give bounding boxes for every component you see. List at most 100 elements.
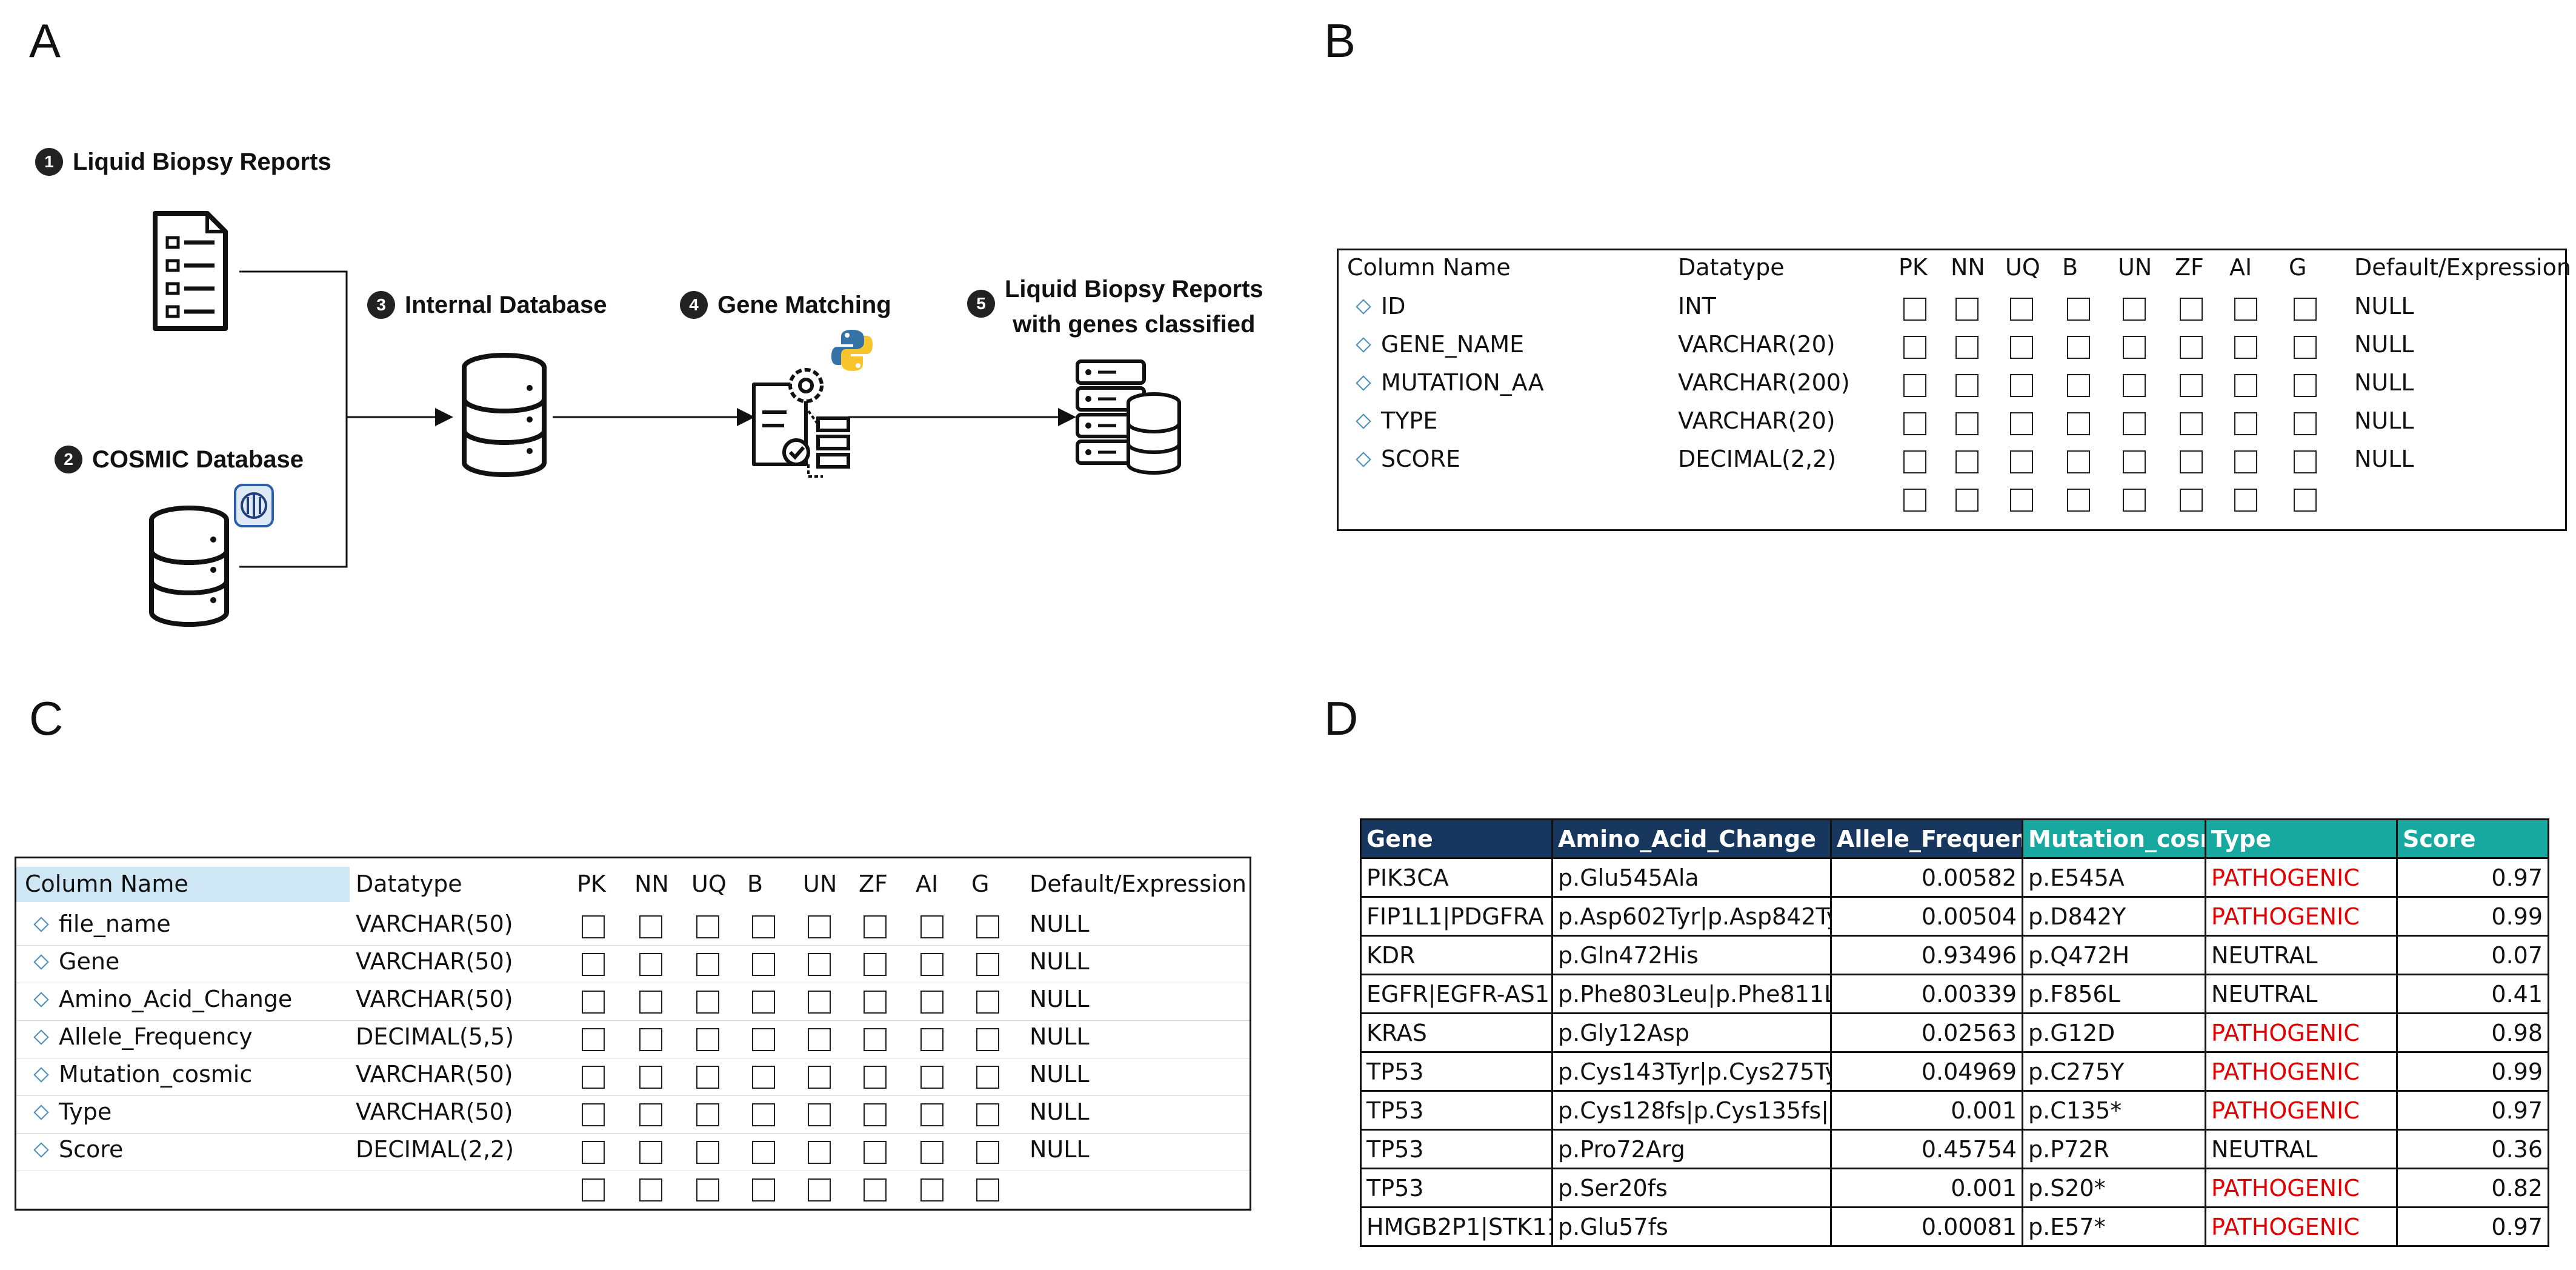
flag-g-checkbox[interactable]: [976, 1178, 999, 1201]
column-datatype[interactable]: INT: [1678, 293, 1716, 319]
flag-uq-checkbox[interactable]: [2010, 336, 2033, 359]
flag-pk-checkbox[interactable]: [582, 1141, 605, 1164]
column-header[interactable]: Amino_Acid_Change: [1551, 818, 1832, 859]
schema-header-cell[interactable]: Datatype: [356, 871, 462, 897]
flag-uq-checkbox[interactable]: [2010, 374, 2033, 397]
flag-ai-checkbox[interactable]: [2234, 412, 2257, 435]
flag-ai-checkbox[interactable]: [920, 1103, 944, 1126]
flag-nn-checkbox[interactable]: [1955, 374, 1979, 397]
column-default[interactable]: NULL: [2354, 293, 2414, 319]
flag-ai-checkbox[interactable]: [2234, 450, 2257, 473]
flag-un-checkbox[interactable]: [2123, 336, 2146, 359]
schema-header-cell[interactable]: UN: [803, 871, 837, 897]
flag-g-checkbox[interactable]: [976, 1066, 999, 1089]
flag-nn-checkbox[interactable]: [639, 1178, 662, 1201]
flag-uq-checkbox[interactable]: [696, 1066, 719, 1089]
column-name[interactable]: Mutation_cosmic: [59, 1061, 253, 1088]
flag-b-checkbox[interactable]: [752, 1028, 775, 1051]
flag-pk-checkbox[interactable]: [582, 1103, 605, 1126]
flag-un-checkbox[interactable]: [2123, 374, 2146, 397]
flag-g-checkbox[interactable]: [2294, 412, 2317, 435]
column-name[interactable]: GENE_NAME: [1381, 331, 1525, 358]
flag-zf-checkbox[interactable]: [2180, 374, 2203, 397]
flag-b-checkbox[interactable]: [752, 1178, 775, 1201]
flag-g-checkbox[interactable]: [2294, 336, 2317, 359]
schema-header-cell[interactable]: Column Name: [25, 871, 188, 897]
flag-g-checkbox[interactable]: [2294, 489, 2317, 512]
column-name[interactable]: SCORE: [1381, 446, 1460, 472]
flag-b-checkbox[interactable]: [2067, 298, 2090, 321]
schema-header-cell[interactable]: B: [2062, 254, 2078, 281]
column-datatype[interactable]: VARCHAR(50): [356, 948, 513, 975]
column-datatype[interactable]: DECIMAL(2,2): [356, 1136, 514, 1163]
column-datatype[interactable]: DECIMAL(2,2): [1678, 446, 1837, 472]
flag-uq-checkbox[interactable]: [2010, 298, 2033, 321]
flag-zf-checkbox[interactable]: [2180, 412, 2203, 435]
flag-zf-checkbox[interactable]: [864, 991, 887, 1014]
schema-header-cell[interactable]: Default/Expression: [2354, 254, 2571, 281]
flag-un-checkbox[interactable]: [808, 915, 831, 938]
schema-column-row[interactable]: [16, 1171, 1250, 1209]
flag-ai-checkbox[interactable]: [920, 953, 944, 976]
schema-header-cell[interactable]: PK: [1899, 254, 1928, 281]
schema-header-cell[interactable]: PK: [577, 871, 606, 897]
flag-g-checkbox[interactable]: [2294, 298, 2317, 321]
flag-g-checkbox[interactable]: [976, 1028, 999, 1051]
flag-g-checkbox[interactable]: [976, 991, 999, 1014]
flag-un-checkbox[interactable]: [2123, 298, 2146, 321]
column-header[interactable]: Type: [2205, 818, 2398, 859]
flag-un-checkbox[interactable]: [808, 1066, 831, 1089]
flag-un-checkbox[interactable]: [808, 1141, 831, 1164]
flag-zf-checkbox[interactable]: [864, 1103, 887, 1126]
flag-b-checkbox[interactable]: [2067, 450, 2090, 473]
schema-header-cell[interactable]: ZF: [859, 871, 888, 897]
flag-pk-checkbox[interactable]: [582, 953, 605, 976]
flag-g-checkbox[interactable]: [976, 1103, 999, 1126]
flag-b-checkbox[interactable]: [2067, 374, 2090, 397]
column-name[interactable]: Allele_Frequency: [59, 1023, 253, 1050]
flag-b-checkbox[interactable]: [2067, 336, 2090, 359]
flag-zf-checkbox[interactable]: [864, 1028, 887, 1051]
flag-pk-checkbox[interactable]: [1903, 336, 1926, 359]
schema-header-cell[interactable]: Datatype: [1678, 254, 1785, 281]
flag-uq-checkbox[interactable]: [2010, 412, 2033, 435]
flag-ai-checkbox[interactable]: [2234, 489, 2257, 512]
schema-header-cell[interactable]: ZF: [2175, 254, 2204, 281]
schema-column-row[interactable]: [1339, 481, 2565, 520]
flag-uq-checkbox[interactable]: [696, 991, 719, 1014]
column-default[interactable]: NULL: [2354, 446, 2414, 472]
flag-uq-checkbox[interactable]: [696, 1178, 719, 1201]
column-datatype[interactable]: VARCHAR(200): [1678, 369, 1850, 396]
flag-zf-checkbox[interactable]: [864, 1141, 887, 1164]
flag-uq-checkbox[interactable]: [2010, 450, 2033, 473]
flag-un-checkbox[interactable]: [2123, 412, 2146, 435]
flag-un-checkbox[interactable]: [2123, 450, 2146, 473]
flag-pk-checkbox[interactable]: [582, 1178, 605, 1201]
flag-pk-checkbox[interactable]: [1903, 489, 1926, 512]
column-name[interactable]: Amino_Acid_Change: [59, 986, 293, 1012]
column-datatype[interactable]: DECIMAL(5,5): [356, 1023, 514, 1050]
column-name[interactable]: file_name: [59, 911, 171, 937]
column-default[interactable]: NULL: [1030, 948, 1090, 975]
flag-un-checkbox[interactable]: [808, 953, 831, 976]
schema-header-cell[interactable]: UN: [2118, 254, 2152, 281]
column-datatype[interactable]: VARCHAR(20): [1678, 407, 1835, 434]
flag-un-checkbox[interactable]: [2123, 489, 2146, 512]
flag-uq-checkbox[interactable]: [696, 1103, 719, 1126]
flag-pk-checkbox[interactable]: [582, 1066, 605, 1089]
flag-nn-checkbox[interactable]: [1955, 336, 1979, 359]
flag-nn-checkbox[interactable]: [639, 1141, 662, 1164]
flag-pk-checkbox[interactable]: [1903, 298, 1926, 321]
column-default[interactable]: NULL: [1030, 1023, 1090, 1050]
